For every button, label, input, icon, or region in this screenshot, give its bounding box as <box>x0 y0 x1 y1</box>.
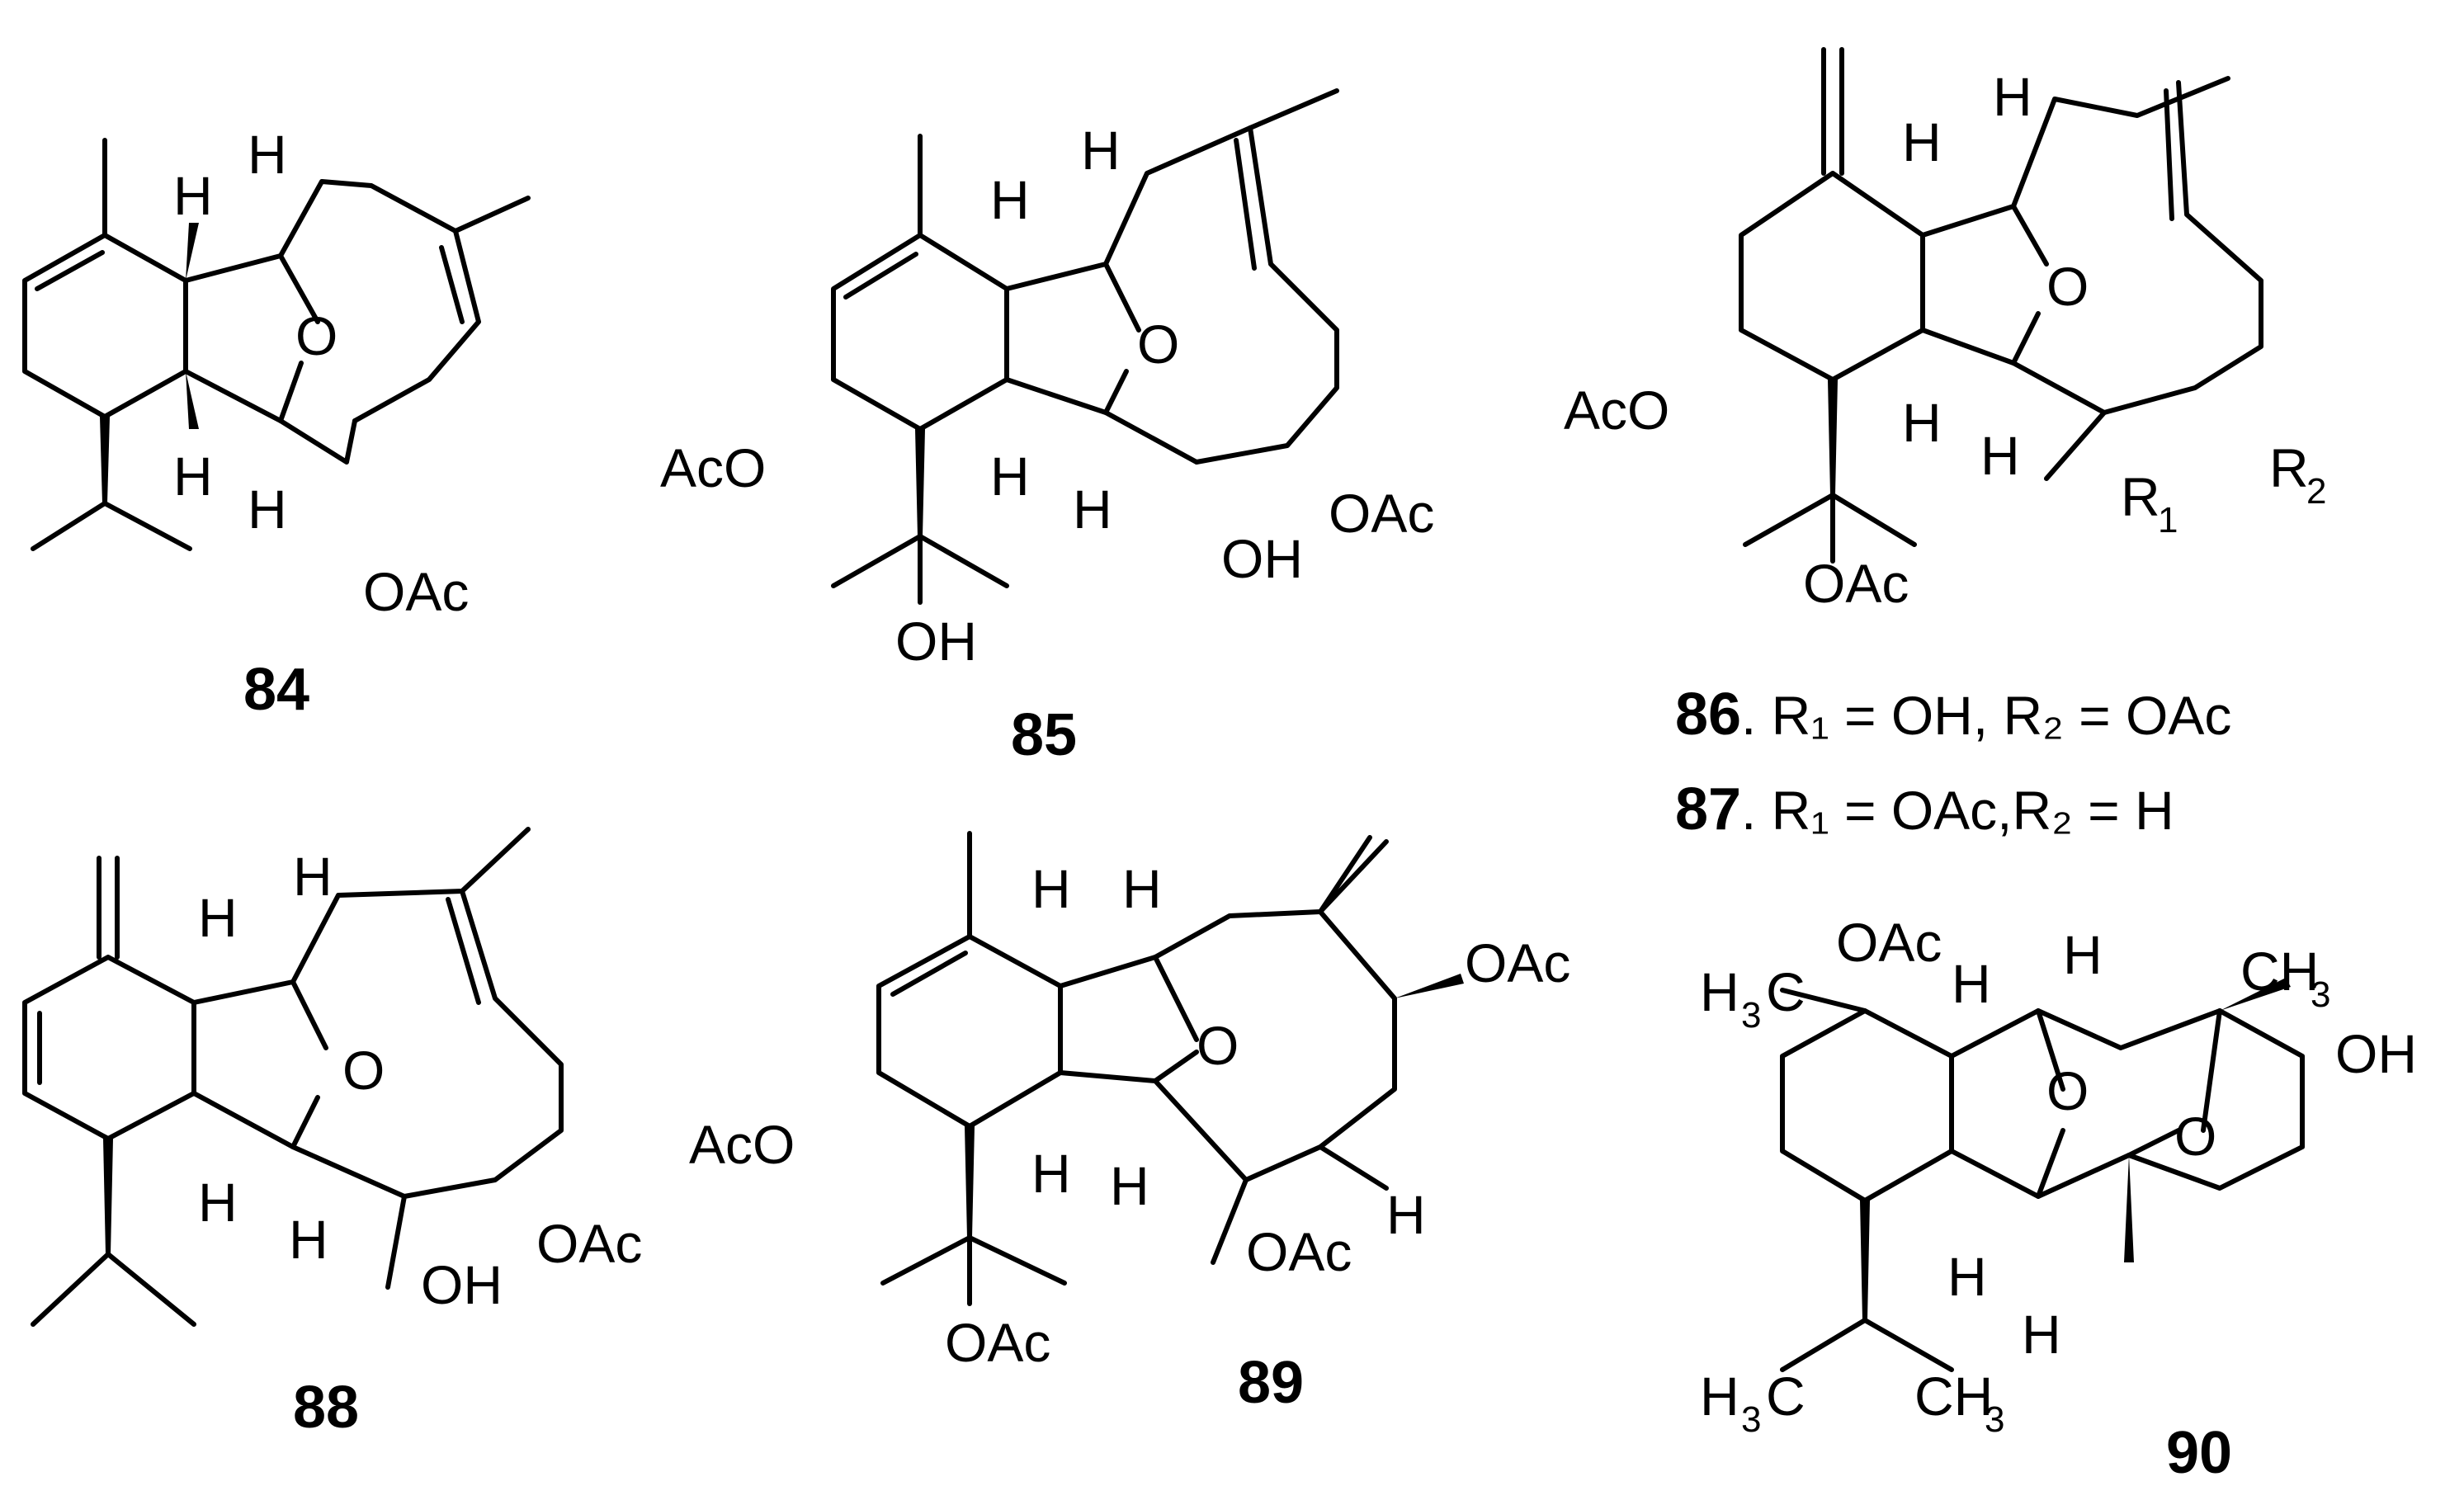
compound-id-85: 85 <box>1011 702 1077 768</box>
atom-o: O <box>2174 1106 2216 1167</box>
wedge-bond <box>1828 380 1838 495</box>
atom-h: H <box>289 1209 328 1270</box>
atom-ch: CH <box>2240 941 2319 1002</box>
wedge-bond <box>186 371 199 429</box>
atom-aco: AcO <box>660 437 766 498</box>
structure-85: H H O H H AcO OAc OH OH 85 <box>660 88 1434 768</box>
atom-oac: OAc <box>1329 483 1434 544</box>
compound-id-88: 88 <box>293 1375 359 1441</box>
compound-id-89: 89 <box>1238 1350 1304 1416</box>
atom-aco: AcO <box>1564 380 1669 441</box>
wedge-bond <box>2124 1155 2134 1262</box>
group-h3c-top: H 3 C <box>1700 961 1806 1036</box>
atom-oac: OAc <box>1465 932 1570 993</box>
wedge-bond <box>103 1139 113 1254</box>
caption-87: . R₁ = OAc,R₂ = H <box>1741 780 2174 841</box>
atom-h: H <box>1031 1143 1071 1204</box>
atom-h: H <box>173 446 213 507</box>
atom-c: C <box>1766 1366 1806 1427</box>
subscript-3: 3 <box>1985 1399 2004 1440</box>
structure-90: H 3 C OAc H H CH 3 OH O O H H H 3 C CH 3… <box>1700 912 2417 1486</box>
atom-h: H <box>1993 66 2032 127</box>
atom-h: H <box>1947 1246 1987 1307</box>
atom-ch: CH <box>1914 1366 1993 1427</box>
atom-h: H <box>1902 392 1942 453</box>
wedge-bond <box>186 223 199 281</box>
atom-oh: OH <box>895 611 977 672</box>
structure-88: H H O H H OAc OH 88 <box>22 827 642 1441</box>
atom-h: H <box>1980 425 2020 486</box>
subscript-1: 1 <box>2158 500 2178 540</box>
atom-oh: OH <box>2335 1023 2417 1084</box>
caption-86: . R₁ = OH, R₂ = OAc <box>1741 685 2231 746</box>
wedge-bond <box>915 429 925 536</box>
atom-o: O <box>2046 1060 2089 1121</box>
atom-h: H <box>2063 924 2103 985</box>
group-ch3-top: CH 3 <box>2240 941 2330 1015</box>
atom-h: H <box>1122 858 1162 919</box>
compound-id-84: 84 <box>243 657 309 723</box>
atom-o: O <box>295 305 338 366</box>
atom-r: R <box>2121 466 2160 527</box>
atom-oh: OH <box>421 1254 503 1315</box>
atom-h: H <box>1386 1184 1426 1245</box>
atom-h: H <box>990 446 1030 507</box>
atom-oac: OAc <box>536 1213 642 1274</box>
atom-oh: OH <box>1221 528 1303 589</box>
group-ch3-bottom: CH 3 <box>1914 1366 2004 1440</box>
wedge-bond <box>1860 1201 1870 1320</box>
compound-id-87: 87 <box>1675 776 1741 842</box>
wedge-bond <box>965 1126 975 1238</box>
subscript-2: 2 <box>2306 471 2326 512</box>
atom-o: O <box>342 1040 385 1101</box>
group-h3c-bottom: H 3 C <box>1700 1366 1806 1440</box>
atom-oac: OAc <box>1836 912 1942 973</box>
atom-o: O <box>1197 1015 1239 1076</box>
atom-h: H <box>293 846 333 907</box>
compound-id-90: 90 <box>2166 1420 2232 1486</box>
subscript-3: 3 <box>2311 974 2330 1015</box>
wedge-bond <box>2220 978 2291 1011</box>
atom-oac: OAc <box>1246 1221 1352 1282</box>
atom-h: H <box>1700 1366 1739 1427</box>
wedge-bond <box>1395 974 1464 998</box>
atom-h: H <box>1902 111 1942 172</box>
atom-h: H <box>1700 961 1739 1022</box>
structure-89: H H O H H AcO OAc OAc H OAc 89 <box>689 831 1570 1416</box>
atom-r: R <box>2269 437 2309 498</box>
subscript-3: 3 <box>1741 995 1761 1036</box>
atom-oac: OAc <box>1803 553 1909 614</box>
atom-o: O <box>1137 314 1179 375</box>
atom-h: H <box>248 124 287 185</box>
compound-id-86: 86 <box>1675 682 1741 748</box>
structure-84: H H O H H OAc 84 <box>22 124 531 723</box>
atom-oac: OAc <box>945 1312 1050 1373</box>
atom-h: H <box>1073 479 1112 540</box>
atom-h: H <box>198 1172 238 1233</box>
atom-h: H <box>173 165 213 226</box>
atom-aco: AcO <box>689 1114 795 1175</box>
atom-h: H <box>1081 120 1121 181</box>
atom-h: H <box>990 169 1030 230</box>
atom-h: H <box>248 479 287 540</box>
atom-h: H <box>1031 858 1071 919</box>
atom-o: O <box>2046 256 2089 317</box>
atom-h: H <box>198 887 238 948</box>
substituent-r2: R 2 <box>2269 437 2326 512</box>
wedge-bond <box>100 417 110 503</box>
atom-h: H <box>2022 1304 2061 1365</box>
atom-h: H <box>1952 953 1991 1014</box>
subscript-3: 3 <box>1741 1399 1761 1440</box>
structure-86-87: H H O H H AcO OAc R 1 R 2 86 . R₁ = OH, … <box>1564 47 2326 842</box>
substituent-r1: R 1 <box>2121 466 2178 540</box>
atom-c: C <box>1766 961 1806 1022</box>
atom-oac: OAc <box>363 561 469 622</box>
atom-h: H <box>1110 1155 1149 1216</box>
